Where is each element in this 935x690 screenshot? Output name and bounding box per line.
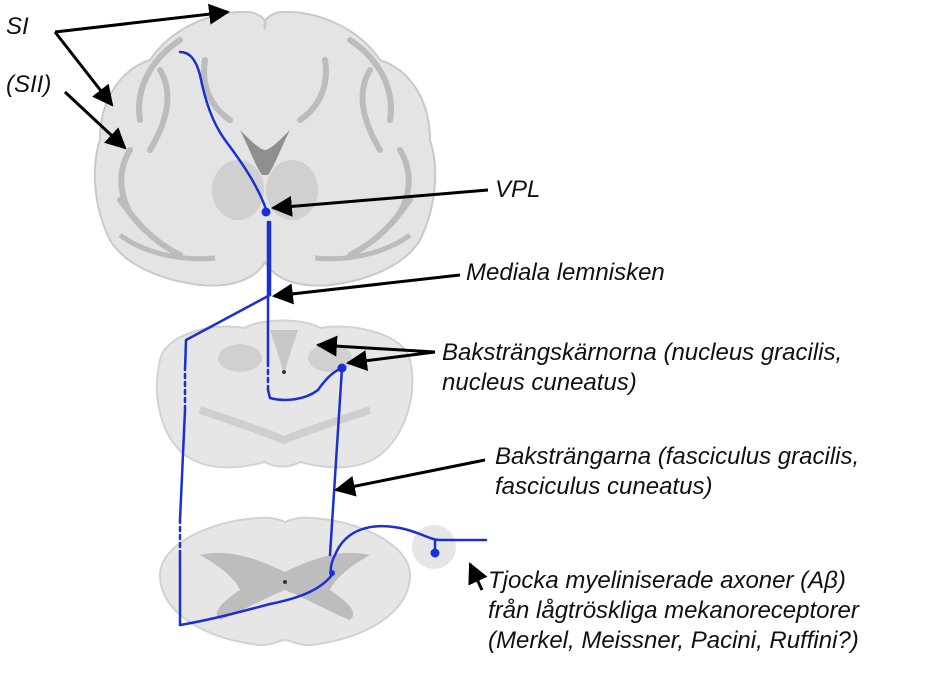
medulla-section: [156, 319, 414, 469]
arrow-si-2: [53, 31, 114, 107]
label-arrows: [53, 3, 489, 591]
drg-neuron: [430, 548, 440, 558]
arrow-dcn-1: [315, 335, 436, 357]
dcml-pathway: [178, 50, 488, 627]
pathway-nodes: [261, 207, 440, 576]
arrow-dcn-2: [345, 350, 436, 372]
brain-coronal-section: [93, 10, 437, 287]
vpl-neuron: [261, 207, 271, 217]
arrow-axons: [468, 562, 488, 591]
spinal-cord-section: [158, 516, 412, 647]
arrow-sii: [63, 90, 127, 150]
cord-synapse: [329, 570, 335, 576]
arrow-vpl: [270, 188, 489, 217]
arrow-medial-lemniscus: [271, 273, 461, 305]
dcn-neuron: [337, 363, 347, 373]
label-vpl: VPL: [495, 176, 541, 203]
arrow-dorsal-columns: [333, 458, 486, 497]
label-sii: (SII): [6, 71, 52, 98]
label-dorsal-column-nuclei: Baksträngskärnorna (nucleus gracilis, nu…: [442, 339, 843, 396]
label-si: SI: [6, 13, 29, 40]
label-medial-lemniscus: Mediala lemnisken: [466, 259, 665, 286]
label-axons: Tjocka myeliniserade axoner (Aβ) från lå…: [488, 567, 859, 654]
arrow-si-1: [54, 3, 231, 34]
label-dorsal-columns: Baksträngarna (fasciculus gracilis, fasc…: [495, 443, 860, 500]
